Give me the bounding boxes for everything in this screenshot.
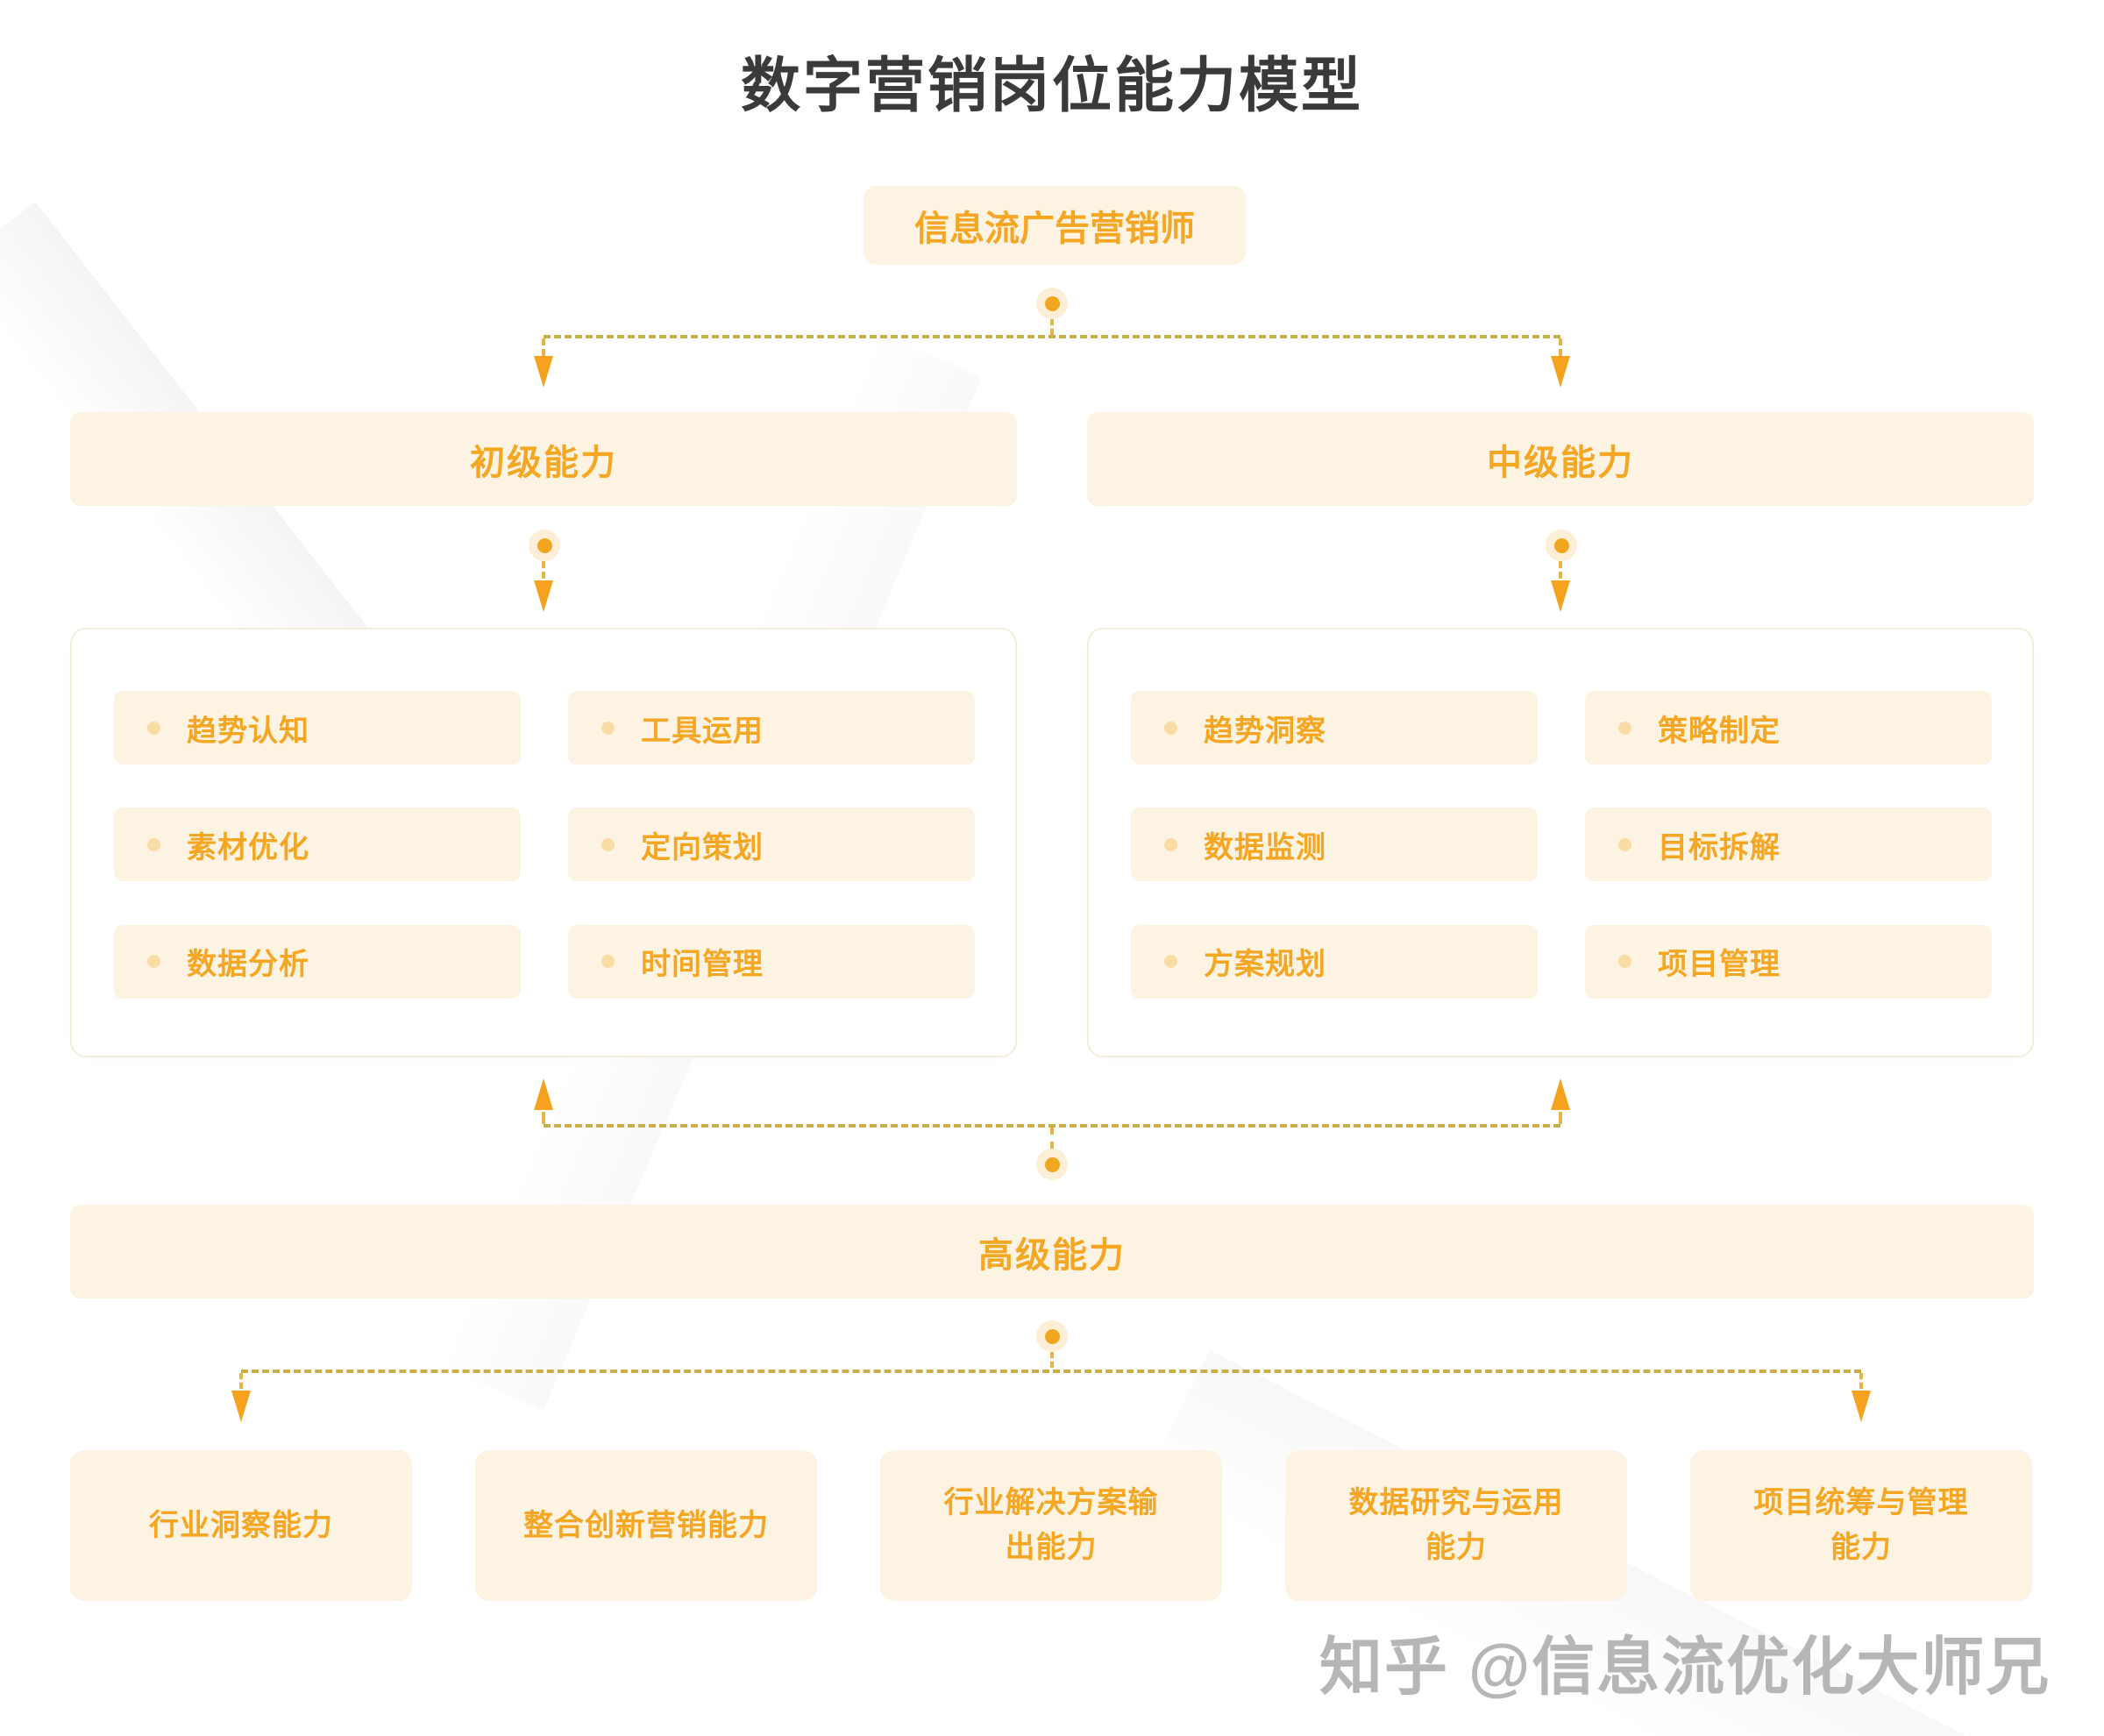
skill-item: 工具运用 xyxy=(568,691,975,765)
arrow-down-icon xyxy=(1551,356,1570,388)
arrow-down-icon xyxy=(534,580,553,612)
skill-item: 定向策划 xyxy=(568,808,975,882)
connector-line xyxy=(544,1124,1560,1128)
skill-label: 趋势认知 xyxy=(187,714,309,748)
arrow-up-icon xyxy=(534,1078,553,1110)
connector-line xyxy=(241,1370,1861,1373)
watermark: 知乎 @信息流优化大师兄 xyxy=(1319,1633,2051,1703)
bullet-dot-icon xyxy=(601,955,615,969)
bullet-dot-icon xyxy=(1164,955,1177,969)
bullet-dot-icon xyxy=(1164,721,1177,735)
skill-item: 目标拆解 xyxy=(1585,808,1992,882)
connector-node-icon xyxy=(1036,1320,1068,1352)
root-node-label: 信息流广告营销师 xyxy=(914,210,1195,248)
junior-skills-panel: 趋势认知 工具运用 素材优化 定向策划 数据分析 时间管理 xyxy=(70,628,1017,1057)
skill-label: 方案规划 xyxy=(1204,948,1326,982)
skill-label: 项目管理 xyxy=(1658,948,1781,982)
skill-item: 素材优化 xyxy=(114,808,521,882)
skill-label: 策略制定 xyxy=(1658,714,1781,748)
capability-box: 整合创新营销能力 xyxy=(475,1450,817,1601)
connector-node-icon xyxy=(1036,288,1068,319)
connector-line xyxy=(239,1373,243,1389)
capability-box: 数据研究与运用 能力 xyxy=(1285,1450,1627,1601)
connector-line xyxy=(542,1112,545,1124)
intermediate-level-bar: 中级能力 xyxy=(1087,412,2034,506)
skill-label: 数据分析 xyxy=(187,948,309,982)
connector-line xyxy=(1050,319,1054,335)
connector-line xyxy=(1559,338,1562,356)
junior-level-bar: 初级能力 xyxy=(70,412,1017,506)
skill-label: 工具运用 xyxy=(641,714,764,748)
bullet-dot-icon xyxy=(1618,721,1631,735)
skill-item: 项目管理 xyxy=(1585,924,1992,999)
capability-label: 行业洞察能力 xyxy=(149,1508,333,1542)
capability-label: 行业解决方案输 出能力 xyxy=(943,1486,1159,1564)
bullet-dot-icon xyxy=(601,837,615,851)
connector-line xyxy=(1050,1352,1054,1368)
bullet-dot-icon xyxy=(147,837,160,851)
connector-line xyxy=(542,561,545,579)
skill-label: 定向策划 xyxy=(641,830,764,864)
connector-line xyxy=(1559,561,1562,579)
root-node: 信息流广告营销师 xyxy=(864,186,1246,265)
bullet-dot-icon xyxy=(147,721,160,735)
senior-level-bar: 高级能力 xyxy=(70,1205,2034,1298)
skill-item: 数据分析 xyxy=(114,924,521,999)
connector-node-icon xyxy=(1036,1149,1068,1180)
arrow-down-icon xyxy=(1852,1391,1871,1422)
connector-line xyxy=(1859,1373,1863,1389)
skill-item: 数据监测 xyxy=(1131,808,1538,882)
connector-line xyxy=(542,338,545,356)
arrow-down-icon xyxy=(1551,580,1570,612)
intermediate-level-label: 中级能力 xyxy=(1487,443,1634,482)
bullet-dot-icon xyxy=(1618,955,1631,969)
skill-label: 目标拆解 xyxy=(1658,830,1781,864)
arrow-down-icon xyxy=(534,356,553,388)
capability-label: 整合创新营销能力 xyxy=(523,1508,769,1542)
bullet-dot-icon xyxy=(147,955,160,969)
junior-level-label: 初级能力 xyxy=(470,443,617,482)
capability-box: 行业解决方案输 出能力 xyxy=(880,1450,1222,1601)
connector-node-icon xyxy=(1546,530,1577,561)
capability-box: 行业洞察能力 xyxy=(70,1450,412,1601)
skill-label: 数据监测 xyxy=(1204,830,1326,864)
skill-item: 趋势洞察 xyxy=(1131,691,1538,765)
bullet-dot-icon xyxy=(1164,837,1177,851)
bullet-dot-icon xyxy=(1618,837,1631,851)
senior-level-label: 高级能力 xyxy=(978,1235,1126,1275)
capability-box: 项目统筹与管理 能力 xyxy=(1690,1450,2032,1601)
connector-node-icon xyxy=(529,530,560,561)
skill-label: 时间管理 xyxy=(641,948,764,982)
skill-label: 趋势洞察 xyxy=(1204,714,1326,748)
skill-item: 时间管理 xyxy=(568,924,975,999)
skill-item: 趋势认知 xyxy=(114,691,521,765)
connector-line xyxy=(1050,1128,1054,1149)
capability-label: 项目统筹与管理 能力 xyxy=(1753,1486,1969,1564)
skill-item: 策略制定 xyxy=(1585,691,1992,765)
connector-line xyxy=(1559,1112,1562,1124)
arrow-down-icon xyxy=(231,1391,251,1422)
page-title: 数字营销岗位能力模型 xyxy=(740,53,1363,119)
arrow-up-icon xyxy=(1551,1078,1570,1110)
connector-line xyxy=(544,335,1560,338)
skill-label: 素材优化 xyxy=(187,830,309,864)
skill-item: 方案规划 xyxy=(1131,924,1538,999)
capability-label: 数据研究与运用 能力 xyxy=(1348,1486,1564,1564)
intermediate-skills-panel: 趋势洞察 策略制定 数据监测 目标拆解 方案规划 项目管理 xyxy=(1087,628,2034,1057)
bullet-dot-icon xyxy=(601,721,615,735)
